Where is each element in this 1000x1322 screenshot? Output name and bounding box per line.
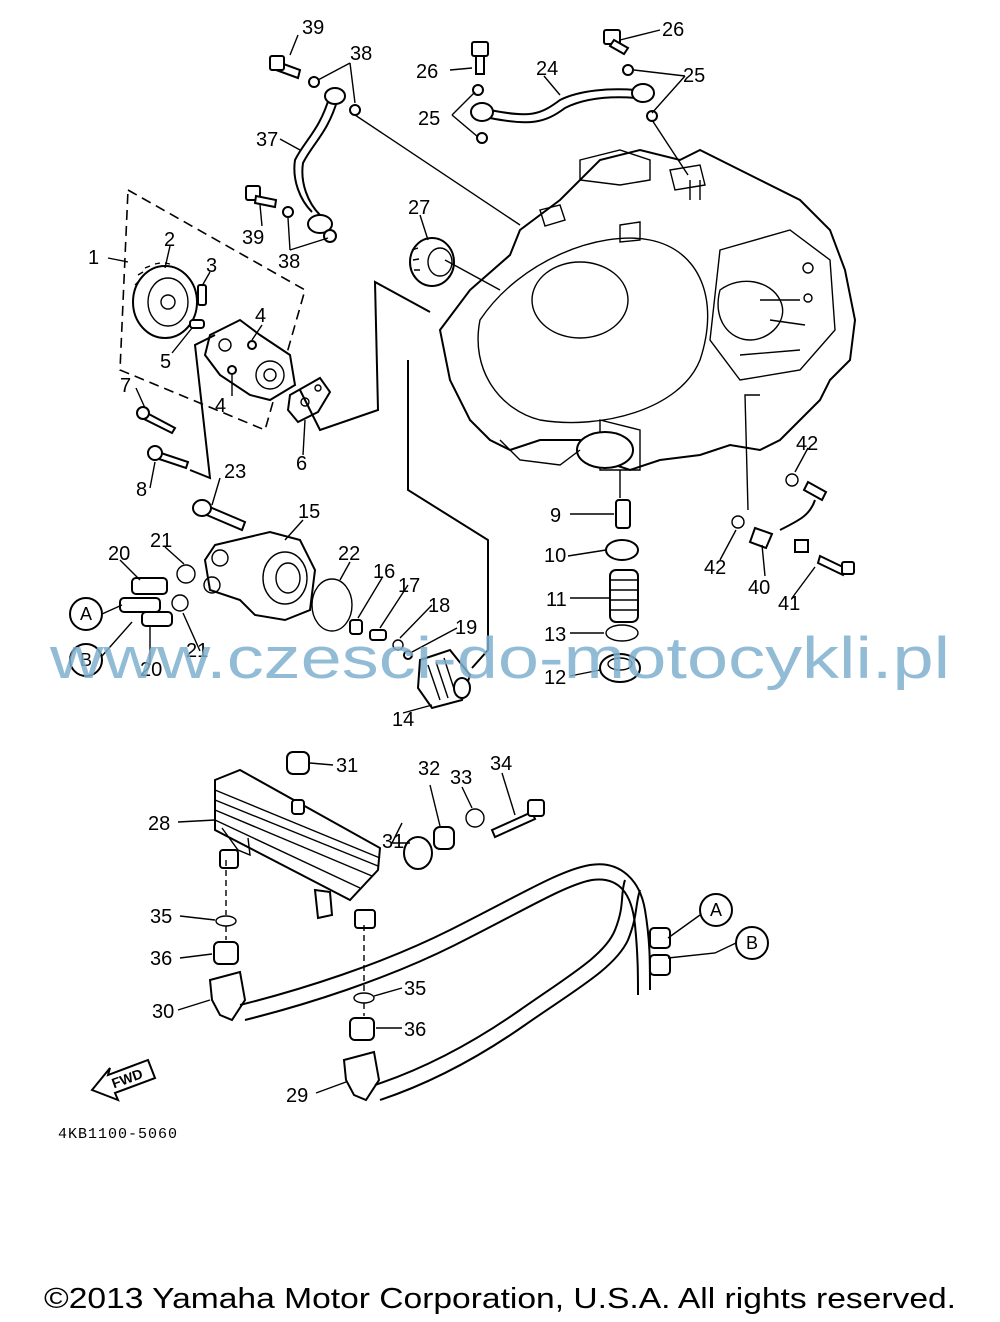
connector-a-right: A: [710, 900, 722, 920]
part-label-26b: 26: [662, 19, 684, 41]
watermark-text: www.czesci-do-motocykli.pl: [49, 626, 950, 691]
part-label-22: 22: [338, 543, 360, 565]
part-label-23: 23: [224, 461, 246, 483]
part-label-34: 34: [490, 753, 512, 775]
part-label-25b: 25: [418, 108, 440, 130]
part-label-14: 14: [392, 709, 414, 731]
part-label-3: 3: [206, 255, 217, 277]
oil-pump-group: [119, 188, 332, 480]
connector-markers: [69, 597, 769, 960]
part-label-35b: 35: [404, 978, 426, 1000]
part-label-41: 41: [778, 593, 800, 615]
part-label-36a: 36: [150, 948, 172, 970]
part-label-36b: 36: [404, 1019, 426, 1041]
copyright-notice: ©2013 Yamaha Motor Corporation, U.S.A. A…: [44, 1283, 956, 1315]
part-label-15: 15: [298, 501, 320, 523]
part-label-12: 12: [544, 667, 566, 689]
part-label-31b: 31: [382, 831, 404, 853]
part-label-32: 32: [418, 758, 440, 780]
part-label-29: 29: [286, 1085, 308, 1107]
part-label-40: 40: [748, 577, 770, 599]
part-label-19: 19: [455, 617, 477, 639]
part-label-10: 10: [544, 545, 566, 567]
gear-27: [409, 237, 501, 291]
part-label-31a: 31: [336, 755, 358, 777]
part-label-11: 11: [546, 589, 567, 611]
part-label-21a: 21: [150, 530, 172, 552]
part-label-5: 5: [160, 351, 171, 373]
part-label-13: 13: [544, 624, 566, 646]
part-label-9: 9: [550, 505, 561, 527]
drawing-code: 4KB1100-5060: [58, 1126, 178, 1143]
strainer-group: [599, 470, 641, 683]
part-label-37: 37: [256, 129, 278, 151]
part-label-27: 27: [408, 197, 430, 219]
part-label-7: 7: [120, 375, 131, 397]
connector-b-right: B: [746, 933, 758, 953]
part-label-17: 17: [398, 575, 420, 597]
oil-delivery-pipes: [245, 29, 689, 243]
part-label-38b: 38: [278, 251, 300, 273]
oil-filter-cover-group: [119, 280, 489, 710]
part-label-21b: 21: [186, 640, 208, 662]
part-label-4a: 4: [255, 305, 266, 327]
part-label-20b: 20: [140, 659, 162, 681]
part-label-39b: 39: [242, 227, 264, 249]
part-label-30: 30: [152, 1001, 174, 1023]
part-label-42a: 42: [796, 433, 818, 455]
part-label-42b: 42: [704, 557, 726, 579]
part-label-25a: 25: [683, 65, 705, 87]
part-label-18: 18: [428, 595, 450, 617]
connector-b-left: B: [80, 650, 92, 670]
oil-cooler-group: [208, 751, 671, 1102]
fwd-arrow-icon: FWD: [90, 1058, 157, 1102]
part-label-2: 2: [164, 229, 175, 251]
part-label-33: 33: [450, 767, 472, 789]
part-label-4b: 4: [215, 395, 226, 417]
crankcase-drawing: [438, 148, 857, 472]
part-label-24: 24: [536, 58, 558, 80]
part-label-20a: 20: [108, 543, 130, 565]
part-label-39a: 39: [302, 17, 324, 39]
part-label-16: 16: [373, 561, 395, 583]
part-number-labels: 1 2 3 4 4 5 6 7 8 9 10 11 12 13 14 15 16…: [88, 17, 818, 1107]
part-label-1: 1: [88, 247, 99, 269]
part-label-35a: 35: [150, 906, 172, 928]
connector-a-left: A: [80, 604, 92, 624]
label-leader-lines: [107, 29, 816, 1094]
part-label-6: 6: [296, 453, 307, 475]
part-label-26a: 26: [416, 61, 438, 83]
part-label-28: 28: [148, 813, 170, 835]
connector-letters: A B A B: [80, 604, 758, 953]
part-label-8: 8: [136, 479, 147, 501]
part-label-38a: 38: [350, 43, 372, 65]
breather-group: [731, 394, 855, 577]
